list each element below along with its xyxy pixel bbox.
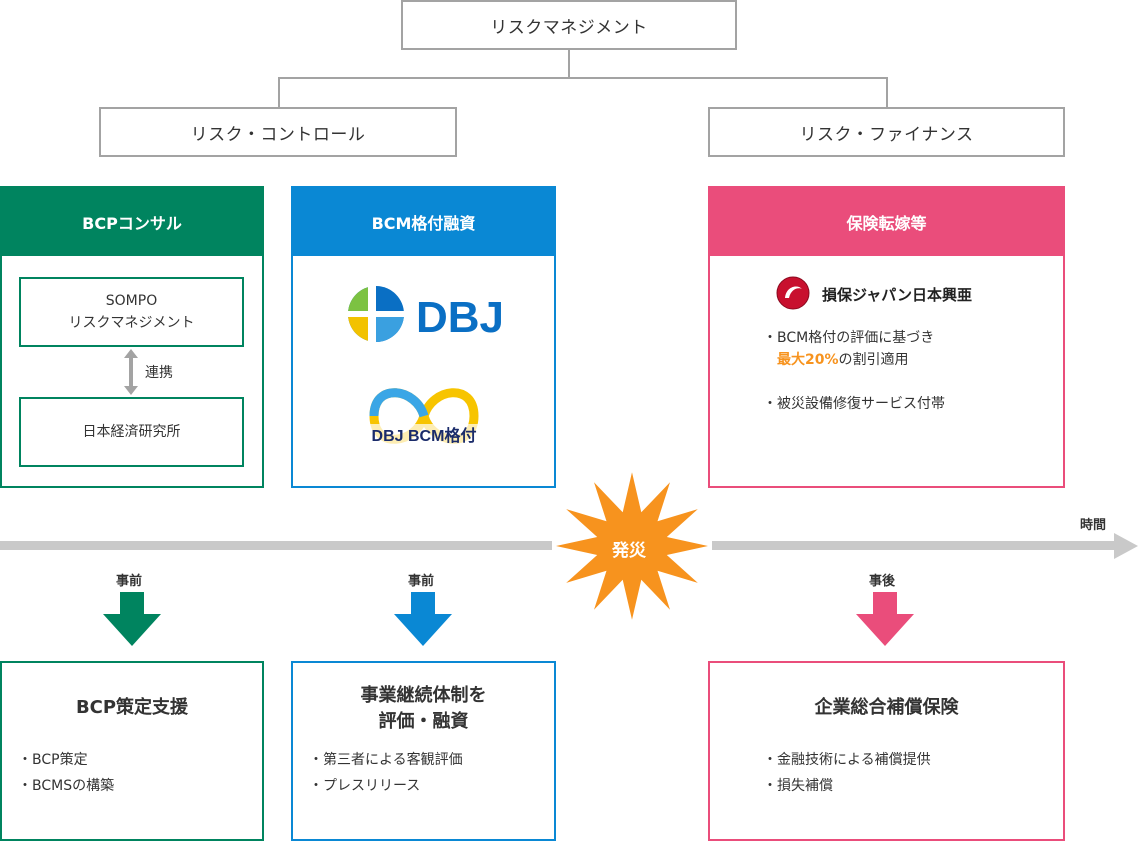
before-label-1: 事前 [116,574,143,589]
bcm-finance-title: BCM格付融資 [371,214,476,233]
timeline-bar-right [712,541,1116,550]
insurance-header: 保険転嫁等 [710,188,1063,256]
risk-control-box: リスク・コントロール [99,107,457,157]
dbj-bcm-logo-text: DBJ BCM格付 [372,426,477,445]
down-arrow-pink-icon [856,592,914,646]
bcm-finance-header: BCM格付融資 [293,188,554,256]
bcm-evaluation-box: 事業継続体制を 評価・融資 第三者による客観評価 プレスリリース [291,661,556,841]
sompo-japan-logo-icon [776,276,810,310]
repair-service-label: 被災設備修復サービス付帯 [777,396,945,412]
comprehensive-insurance-title: 企業総合補償保険 [814,697,959,718]
jeri-label: 日本経済研究所 [82,424,181,440]
insurance-title: 保険転嫁等 [846,214,927,233]
down-arrow-blue-icon [394,592,452,646]
double-arrow-icon [124,349,138,395]
bcp-support-box: BCP策定支援 BCP策定 BCMSの構築 [0,661,264,841]
time-axis-label: 時間 [1080,518,1107,533]
jeri-box: 日本経済研究所 [19,397,244,467]
list-item: 金融技術による補償提供 [763,747,931,773]
discount-rest: の割引適用 [838,352,909,368]
bcp-consulting-title: BCPコンサル [82,214,182,233]
bcm-evaluation-list: 第三者による客観評価 プレスリリース [309,747,463,799]
before-label-2: 事前 [408,574,435,589]
tree-connector [886,77,888,108]
list-item: BCP策定 [18,747,114,773]
timeline-arrowhead-icon [1114,533,1138,559]
risk-management-box: リスクマネジメント [401,0,737,50]
risk-management-label: リスクマネジメント [490,17,648,38]
list-item: プレスリリース [309,773,463,799]
sompo-label: SOMPO [105,293,158,309]
link-label: 連携 [145,365,173,381]
list-item: BCMSの構築 [18,773,114,799]
risk-finance-box: リスク・ファイナンス [708,107,1065,157]
dbj-logo-text: DBJ [416,293,502,342]
discount-highlight: 最大20% [777,352,839,368]
bcm-evaluation-title-2: 評価・融資 [378,711,469,732]
after-label: 事後 [869,574,896,589]
tree-connector [278,77,280,108]
timeline-bar-left [0,541,552,550]
bcp-support-list: BCP策定 BCMSの構築 [18,747,114,799]
bcp-consulting-header: BCPコンサル [2,188,262,256]
risk-management-company-label: リスクマネジメント [68,315,195,331]
tree-connector [278,77,888,79]
insurance-bullet-repair: ・被災設備修復サービス付帯 [763,396,945,412]
discount-line1: BCM格付の評価に基づき [777,330,935,346]
bcm-finance-panel: BCM格付融資 [291,186,556,488]
dbj-logo-icon: DBJ [348,286,502,342]
bcp-support-title: BCP策定支援 [75,697,189,718]
dbj-bcm-rating-logo-icon: DBJ BCM格付 [360,388,488,446]
bcm-evaluation-title-1: 事業継続体制を [360,685,487,706]
list-item: 損失補償 [763,773,931,799]
comprehensive-insurance-box: 企業総合補償保険 金融技術による補償提供 損失補償 [708,661,1065,841]
comprehensive-insurance-list: 金融技術による補償提供 損失補償 [763,747,931,799]
disaster-label: 発災 [612,541,646,561]
sompo-japan-label: 損保ジャパン日本興亜 [822,286,973,304]
sompo-risk-box: SOMPO リスクマネジメント [19,277,244,347]
list-item: 第三者による客観評価 [309,747,463,773]
insurance-bullet-discount: ・BCM格付の評価に基づき 最大20%の割引適用 [763,330,935,368]
disaster-burst-icon [556,472,708,620]
risk-finance-label: リスク・ファイナンス [799,124,974,145]
tree-connector [568,50,570,78]
insurance-panel: 保険転嫁等 [708,186,1065,488]
down-arrow-green-icon [103,592,161,646]
risk-control-label: リスク・コントロール [190,124,366,145]
